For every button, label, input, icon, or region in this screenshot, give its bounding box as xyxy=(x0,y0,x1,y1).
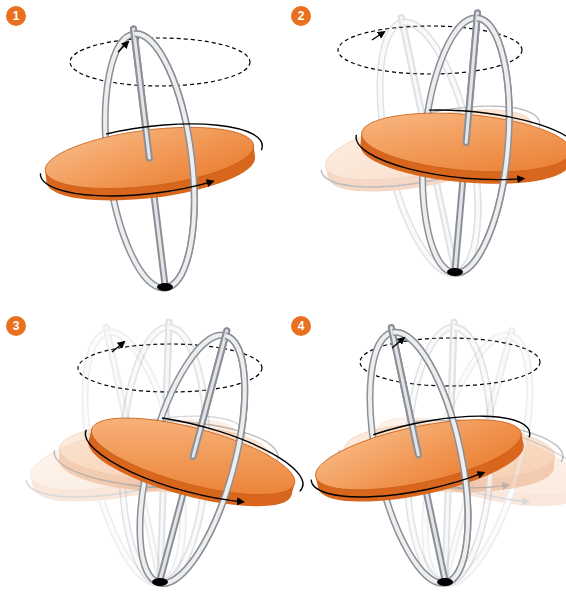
pivot xyxy=(447,268,463,276)
precession-arrow xyxy=(112,342,124,352)
pivot xyxy=(152,578,168,586)
callout-number: 2 xyxy=(291,6,311,26)
gyroscope xyxy=(53,302,337,592)
pivot xyxy=(157,283,173,291)
precession-arrow xyxy=(372,32,384,40)
gyroscope xyxy=(345,3,566,283)
precession-path xyxy=(70,38,250,86)
callout-number: 1 xyxy=(6,6,26,26)
precession-arrow xyxy=(118,42,128,52)
pivot xyxy=(437,578,453,586)
gyroscope xyxy=(284,304,557,592)
callout-number: 4 xyxy=(291,316,311,336)
precession-arrow xyxy=(392,338,404,348)
callout-number: 3 xyxy=(6,316,26,336)
gyroscope xyxy=(24,15,278,301)
